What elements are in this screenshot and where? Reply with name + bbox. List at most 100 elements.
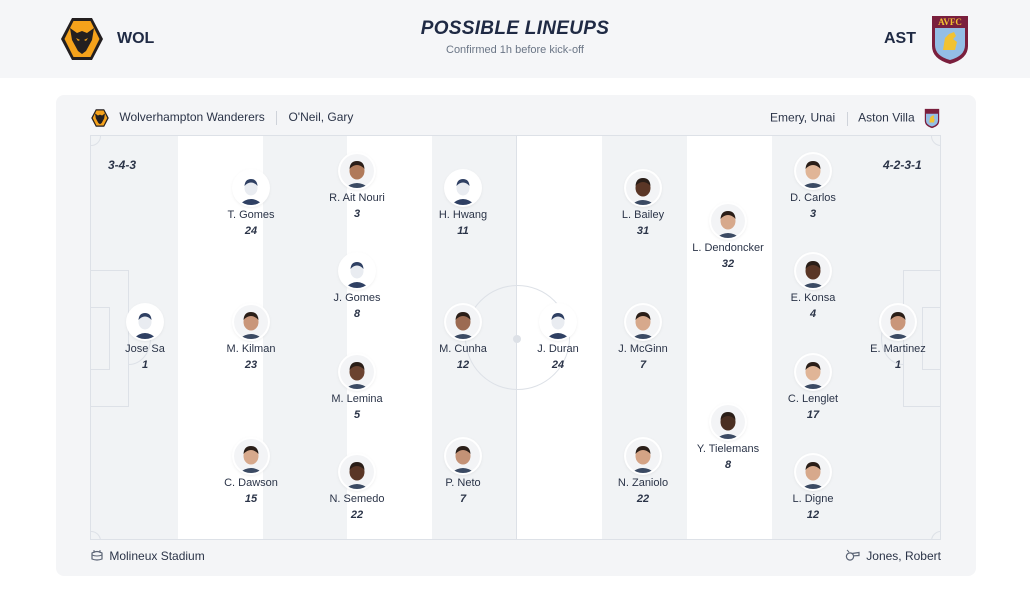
player-photo: [234, 439, 268, 473]
stadium-info: Molineux Stadium: [90, 548, 205, 564]
corner-arc: [931, 136, 940, 146]
home-team-name[interactable]: Wolverhampton Wanderers: [119, 110, 265, 125]
player-number: 5: [353, 409, 361, 421]
player-name: M. Cunha: [439, 343, 487, 355]
player-number: 24: [244, 225, 258, 237]
player-avatar: [234, 305, 268, 339]
player-name: J. Duran: [537, 343, 579, 355]
player-card[interactable]: P. Neto 7: [398, 439, 528, 506]
player-avatar: [796, 254, 830, 288]
player-photo: [626, 171, 660, 205]
player-name: L. Digne: [792, 493, 834, 505]
player-name: N. Semedo: [329, 493, 385, 505]
player-number: 3: [353, 208, 361, 220]
player-avatar: [234, 171, 268, 205]
player-name: C. Lenglet: [787, 393, 839, 405]
player-number: 32: [721, 258, 735, 270]
whistle-icon: [845, 549, 860, 561]
player-avatar: [711, 204, 745, 238]
player-card[interactable]: R. Ait Nouri 3: [292, 154, 422, 221]
aston-villa-crest-icon[interactable]: AVFC: [930, 14, 970, 66]
player-silhouette-icon: [128, 305, 162, 339]
player-name: Y. Tielemans: [696, 443, 760, 455]
player-name: P. Neto: [445, 477, 481, 489]
player-photo: [796, 355, 830, 389]
player-card[interactable]: N. Semedo 22: [292, 455, 422, 522]
player-card[interactable]: C. Lenglet 17: [748, 355, 878, 422]
player-number: 7: [459, 493, 467, 505]
home-coach: O'Neil, Gary: [288, 110, 354, 125]
player-silhouette-icon: [541, 305, 575, 339]
player-name: L. Dendoncker: [692, 242, 764, 254]
player-card[interactable]: L. Dendoncker 32: [663, 204, 793, 271]
corner-arc: [91, 531, 101, 539]
player-number: 22: [350, 509, 364, 521]
player-name: C. Dawson: [224, 477, 278, 489]
player-card[interactable]: J. Duran 24: [493, 305, 623, 372]
player-number: 24: [551, 359, 565, 371]
player-avatar: [711, 405, 745, 439]
player-photo: [711, 204, 745, 238]
divider: [276, 111, 278, 125]
player-name: E. Martinez: [870, 343, 926, 355]
player-photo: [881, 305, 915, 339]
home-goal-area: [91, 307, 110, 370]
referee-info: Jones, Robert: [845, 548, 941, 564]
player-photo: [340, 355, 374, 389]
player-number: 8: [724, 459, 732, 471]
home-team-info: Wolverhampton Wanderers O'Neil, Gary: [90, 108, 353, 128]
lineups-header: WOL POSSIBLE LINEUPS Confirmed 1h before…: [0, 0, 1030, 78]
player-number: 4: [809, 308, 817, 320]
player-name: M. Kilman: [226, 343, 276, 355]
corner-arc: [931, 531, 940, 539]
stadium-icon: [91, 550, 103, 561]
player-photo: [626, 439, 660, 473]
player-number: 8: [353, 308, 361, 320]
player-card[interactable]: Y. Tielemans 8: [663, 405, 793, 472]
away-formation: 4-2-3-1: [883, 158, 922, 172]
player-photo: [796, 254, 830, 288]
player-number: 31: [636, 225, 650, 237]
player-avatar: [796, 355, 830, 389]
stadium-name: Molineux Stadium: [109, 549, 205, 563]
player-avatar: [234, 439, 268, 473]
player-name: Jose Sa: [125, 343, 165, 355]
player-avatar: [446, 439, 480, 473]
lineups-subtitle: Confirmed 1h before kick-off: [446, 44, 584, 56]
player-photo: [711, 405, 745, 439]
player-avatar: [626, 305, 660, 339]
home-team-code[interactable]: WOL: [117, 30, 155, 47]
player-photo: [340, 154, 374, 188]
player-name: R. Ait Nouri: [329, 192, 385, 204]
away-coach: Emery, Unai: [770, 110, 836, 125]
player-name: N. Zaniolo: [617, 477, 669, 489]
player-avatar: [626, 171, 660, 205]
away-team-code[interactable]: AST: [884, 30, 916, 47]
away-team-name[interactable]: Aston Villa: [858, 110, 915, 125]
player-photo: [626, 305, 660, 339]
player-card[interactable]: J. Gomes 8: [292, 254, 422, 321]
player-photo: [234, 305, 268, 339]
player-avatar: [626, 439, 660, 473]
player-number: 17: [806, 409, 820, 421]
player-name: J. Gomes: [333, 292, 381, 304]
player-avatar: [796, 154, 830, 188]
player-photo: [446, 305, 480, 339]
player-number: 7: [639, 359, 647, 371]
wolves-crest-icon[interactable]: [58, 15, 106, 63]
player-name: H. Hwang: [438, 209, 488, 221]
